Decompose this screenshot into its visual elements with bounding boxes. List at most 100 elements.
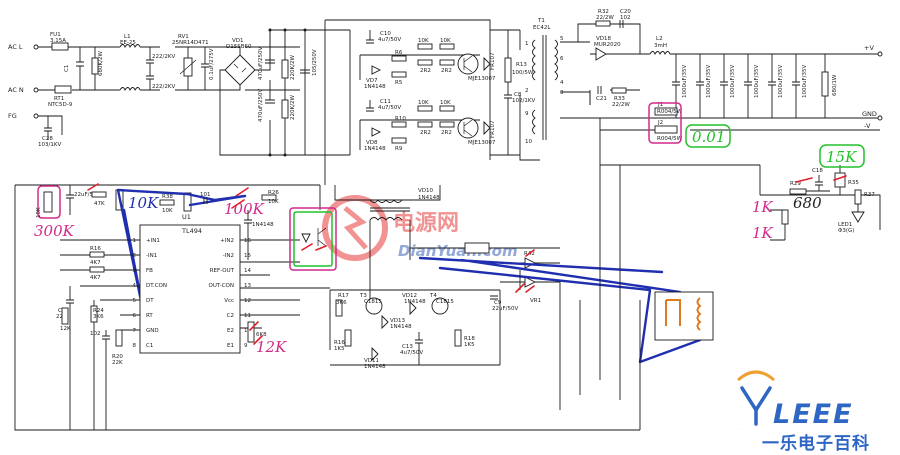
c22-value: 1000uF/35V	[682, 65, 688, 98]
diode-vd13	[381, 314, 389, 330]
svg-text:3: 3	[560, 90, 564, 96]
ic-pin-name: DT.CON	[146, 283, 167, 289]
resistor-r5	[391, 71, 407, 78]
t1-value: EC42L	[533, 25, 551, 31]
t3-value: C1815	[364, 299, 382, 305]
transistor-q1	[457, 53, 479, 75]
r17-driver-value: 3K6	[336, 300, 347, 306]
resistor-r33	[611, 87, 627, 94]
annotation-300k: 300K	[34, 222, 75, 240]
diode-vd18	[595, 47, 607, 61]
c4-value: 0.1uF/275V	[209, 48, 215, 80]
watermark-bolt-icon	[343, 206, 368, 250]
r33-value: 22/2W	[612, 102, 630, 108]
c26-value: 1000uF/35V	[778, 65, 784, 98]
r35-ref: R35	[848, 180, 859, 186]
r34-value: 680/1W	[832, 74, 838, 96]
driver-section: R17 3K6 T3 C1815 VD13 1N4148 VD12 1N4148…	[329, 165, 641, 430]
input-section: AC L AC N FG FU1 3.15A RT1 NTC5D-9 C1 68…	[8, 32, 300, 148]
resistor-r38	[159, 199, 175, 206]
ic-pin-name: REF-OUT	[210, 268, 235, 274]
c21-ref: C21	[596, 96, 607, 102]
c3-value: 222/2KV	[152, 84, 175, 90]
ic-pin-name: +IN1	[146, 238, 160, 244]
c19-value: 101	[200, 192, 211, 198]
c9-ref: C9	[494, 300, 502, 306]
resistor-r15	[91, 191, 107, 198]
ntc-value: NTC5D-9	[48, 102, 73, 108]
r20-value: 22K	[112, 360, 123, 366]
resistor-r17-driver	[335, 299, 343, 317]
c24-value: 1000uF/35V	[730, 65, 736, 98]
led1-icon	[851, 211, 865, 223]
r12-value: 2R2	[420, 130, 431, 136]
ic-pin-name: DT	[146, 298, 154, 304]
ic-pin-number: 6	[133, 313, 137, 319]
ic-pin-name: GND	[146, 328, 159, 334]
terminal-gnd	[877, 115, 883, 121]
resistor-r34	[821, 71, 829, 97]
feedback-section: R29 C18 R35 R37 LED1 Φ3(G) 15K 1K 1K 680	[599, 130, 881, 242]
resistor-r1	[91, 57, 99, 75]
ic-pin-name: RT	[146, 313, 153, 319]
resistor-r16-driver	[344, 329, 352, 347]
annotation-15k: 15K	[826, 148, 857, 166]
fuse-fu1	[51, 42, 69, 51]
r9-ref: R9	[395, 146, 403, 152]
vr1-ref: VR1	[530, 298, 541, 304]
j2-value: R004/5W	[657, 136, 683, 142]
shunt-j2	[654, 125, 678, 134]
c14-value: 102	[90, 331, 101, 337]
ic-pin-name: E2	[227, 328, 234, 334]
terminal-plus-v	[877, 51, 883, 57]
rail-gnd: GND	[862, 110, 877, 118]
resistor-r10	[391, 121, 407, 128]
r-300k-annotation-box	[37, 185, 61, 219]
vd7-value: 1N4148	[364, 84, 386, 90]
value-0-01-annotation-box	[685, 124, 731, 148]
q1-value: MJE13007	[468, 76, 496, 82]
r4-value: 10K	[440, 38, 451, 44]
resistor-r4	[439, 43, 455, 50]
rail-ac-l-label: AC L	[8, 43, 23, 51]
resistor-r7	[417, 59, 433, 66]
c18-ref: C18	[812, 168, 823, 174]
svg-text:10: 10	[525, 139, 532, 145]
annotation-680: 680	[793, 194, 822, 212]
ic-pin-name: Vcc	[224, 298, 234, 304]
ic-tl494	[139, 224, 241, 354]
svg-text:4: 4	[560, 80, 564, 86]
ic-ref: U1	[182, 213, 191, 221]
r29-ref: R29	[790, 181, 801, 187]
r2-value: 220K/2W	[290, 55, 296, 80]
diode-fr107-lower	[483, 120, 491, 136]
rail-plus-v: +V	[864, 44, 874, 52]
half-bridge-section: C10 4u7/50V VD7 1N4148 R6 R5 10K 10K 2R2…	[324, 19, 535, 185]
c9-value: 22uF/50V	[492, 306, 518, 312]
transistor-q2	[457, 117, 479, 139]
vd12-ref: VD12	[402, 293, 417, 299]
optocoupler-led-icon	[301, 233, 311, 244]
rv1-value: 25NR14D471	[172, 40, 209, 46]
ic-pin-number: 13	[244, 283, 251, 289]
svg-text:9: 9	[525, 111, 529, 117]
ic-pin-name: C2	[227, 313, 234, 319]
t3-ref: T3	[359, 293, 367, 299]
r32-value: 22/2W	[596, 15, 614, 21]
resistor-vr-feedback	[781, 209, 789, 225]
r38-value: 10K	[162, 208, 173, 214]
ic-pin-name: FB	[146, 268, 153, 274]
bridge-ref: VD1	[232, 38, 244, 44]
r13-value: 100/5W	[512, 70, 534, 76]
c13-ctrl-value: 1N4148	[252, 222, 274, 228]
resistor-r8	[439, 59, 455, 66]
resistor-r17	[89, 266, 105, 273]
r16-driver-ref: R16	[334, 340, 345, 346]
c10-ref: C10	[380, 31, 391, 37]
led1-value: Φ3(G)	[838, 228, 854, 234]
resistor-r26	[261, 194, 277, 201]
rv1-ref: RV1	[178, 34, 189, 40]
value-15k-annotation-box	[819, 144, 865, 168]
